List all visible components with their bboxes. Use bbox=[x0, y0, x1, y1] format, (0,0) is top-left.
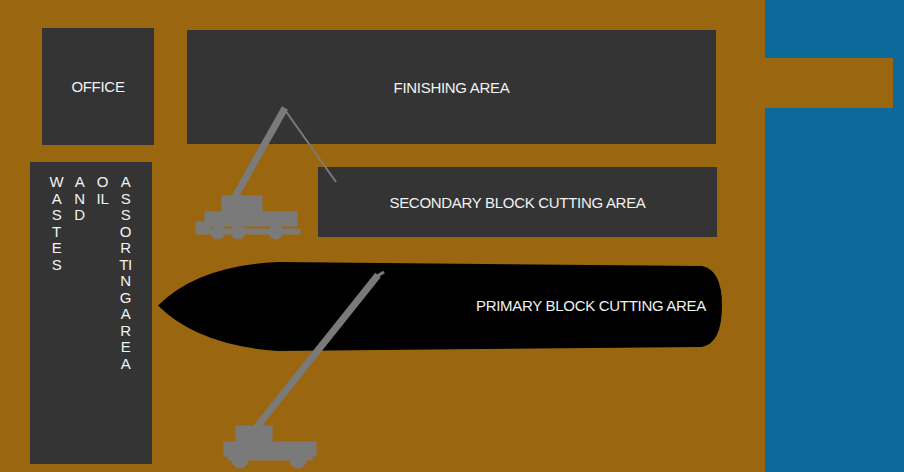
label-column: WASTES bbox=[49, 174, 64, 273]
area-label: WASTES AND OIL ASSORTING AREA bbox=[49, 174, 133, 372]
finishing-area: FINISHING AREA bbox=[187, 30, 716, 144]
waste-area: WASTES AND OIL ASSORTING AREA bbox=[30, 162, 152, 464]
primary-cutting-area: PRIMARY BLOCK CUTTING AREA bbox=[158, 258, 722, 353]
crane-upper bbox=[196, 108, 336, 239]
area-label: SECONDARY BLOCK CUTTING AREA bbox=[389, 194, 645, 211]
area-label: FINISHING AREA bbox=[394, 79, 510, 96]
area-label: PRIMARY BLOCK CUTTING AREA bbox=[476, 297, 706, 314]
secondary-cutting-area: SECONDARY BLOCK CUTTING AREA bbox=[318, 167, 717, 237]
office-area: OFFICE bbox=[42, 28, 154, 145]
area-label: OFFICE bbox=[71, 78, 124, 95]
pier bbox=[760, 58, 893, 108]
label-column: AND bbox=[72, 174, 87, 224]
label-column: ASSORTING AREA bbox=[118, 174, 133, 372]
crane-lower bbox=[224, 272, 384, 468]
label-column: OIL bbox=[95, 174, 110, 207]
